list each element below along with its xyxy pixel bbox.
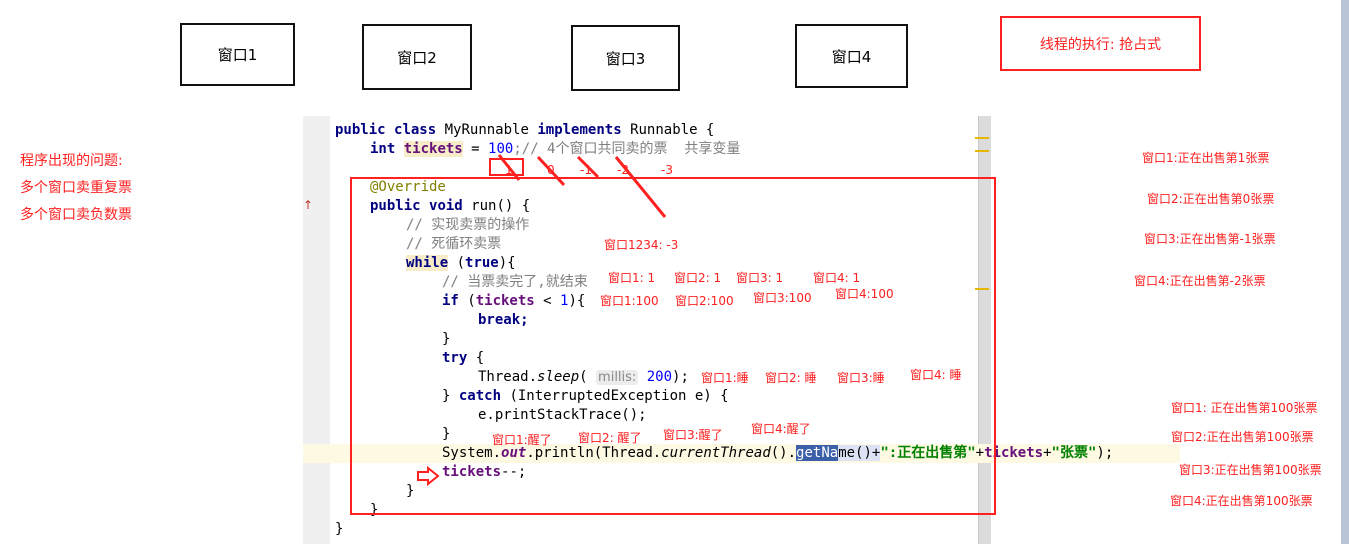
strike-line	[614, 156, 667, 218]
sell-result: 窗口1:正在出售第1张票	[1142, 151, 1270, 165]
right-edge-bar	[1341, 0, 1349, 544]
code-line: while (true){	[406, 255, 516, 271]
problem-negative: 多个窗口卖负数票	[20, 207, 132, 223]
override-arrow-icon: ↑	[303, 198, 314, 212]
annotation-hundred: 窗口2:100	[675, 294, 734, 308]
window-label: 窗口2	[397, 48, 437, 67]
code-line: try {	[442, 350, 485, 366]
count-minus1: -1	[580, 163, 592, 177]
run-method-highlight-box	[350, 177, 996, 515]
sell-result: 窗口4:正在出售第100张票	[1170, 494, 1313, 508]
code-line: // 实现卖票的操作	[406, 217, 530, 233]
window-box-2: 窗口2	[362, 24, 472, 90]
strike-line	[536, 155, 566, 187]
code-line: } catch (InterruptedException e) {	[442, 388, 729, 404]
window-box-4: 窗口4	[795, 24, 908, 88]
title-text: 线程的执行: 抢占式	[1039, 36, 1162, 53]
code-line: public class MyRunnable implements Runna…	[335, 122, 715, 138]
window-label: 窗口1	[217, 46, 258, 64]
count-minus2: -2	[617, 163, 629, 177]
window-label: 窗口3	[605, 49, 646, 68]
annotation-one: 窗口1: 1	[608, 271, 656, 285]
problem-duplicate: 多个窗口卖重复票	[20, 180, 132, 196]
count-1: 1	[505, 163, 513, 177]
strike-line	[497, 154, 521, 181]
code-line: tickets--;	[442, 464, 527, 480]
current-line-highlight	[303, 444, 1180, 463]
code-line: }	[442, 331, 451, 347]
annotation-one: 窗口4: 1	[813, 271, 861, 285]
annotation-all: 窗口1234: -3	[604, 238, 679, 252]
annotation-wake: 窗口3:醒了	[663, 428, 723, 442]
code-line: }	[370, 502, 379, 518]
code-line: Thread.sleep( millis: 200);	[478, 369, 689, 385]
annotation-sleep: 窗口3:睡	[837, 371, 885, 385]
arrow-right-icon	[417, 465, 440, 487]
sell-result: 窗口2:正在出售第100张票	[1171, 430, 1314, 444]
code-line: int tickets = 100;// 4个窗口共同卖的票 共享变量	[370, 141, 741, 157]
code-line: }	[406, 483, 415, 499]
count-minus3: -3	[661, 163, 673, 177]
annotation-sleep: 窗口4: 睡	[910, 368, 962, 382]
code-line: System.out.println(Thread.currentThread(…	[442, 445, 1114, 461]
annotation-hundred: 窗口3:100	[753, 291, 812, 305]
code-line: break;	[478, 312, 529, 328]
code-line: e.printStackTrace();	[478, 407, 647, 423]
tickets-value-box	[489, 158, 524, 176]
annotation-one: 窗口3: 1	[736, 271, 784, 285]
annotation-wake: 窗口1:醒了	[492, 433, 552, 447]
code-line: // 当票卖完了,就结束	[442, 274, 588, 290]
code-line: }	[335, 521, 344, 537]
annotation-one: 窗口2: 1	[674, 271, 722, 285]
annotation-wake: 窗口4:醒了	[751, 422, 811, 436]
annotation-hundred: 窗口1:100	[600, 294, 659, 308]
window-box-1: 窗口1	[180, 23, 295, 86]
strike-line	[576, 155, 600, 179]
code-line: @Override	[370, 179, 446, 195]
sell-result: 窗口2:正在出售第0张票	[1147, 192, 1275, 206]
code-line: // 死循环卖票	[406, 236, 502, 252]
annotation-wake: 窗口2: 醒了	[578, 431, 642, 445]
code-line: public void run() {	[370, 198, 531, 214]
annotation-sleep: 窗口2: 睡	[765, 371, 817, 385]
scroll-marker	[975, 137, 989, 139]
editor-scrollbar[interactable]	[978, 116, 991, 544]
annotation-hundred: 窗口4:100	[835, 287, 894, 301]
window-label: 窗口4	[831, 47, 872, 66]
problem-heading: 程序出现的问题:	[20, 153, 123, 169]
sell-result: 窗口1: 正在出售第100张票	[1171, 401, 1318, 415]
code-line: }	[442, 426, 451, 442]
sell-result: 窗口4:正在出售第-2张票	[1134, 274, 1266, 288]
sell-result: 窗口3:正在出售第-1张票	[1144, 232, 1276, 246]
code-line: if (tickets < 1){	[442, 293, 586, 309]
scroll-marker	[975, 288, 989, 290]
sell-result: 窗口3:正在出售第100张票	[1179, 463, 1322, 477]
title-box: 线程的执行: 抢占式	[1000, 16, 1201, 71]
annotation-sleep: 窗口1:睡	[701, 371, 749, 385]
editor-gutter	[303, 116, 330, 544]
window-box-3: 窗口3	[571, 25, 680, 91]
scroll-marker	[975, 150, 989, 152]
